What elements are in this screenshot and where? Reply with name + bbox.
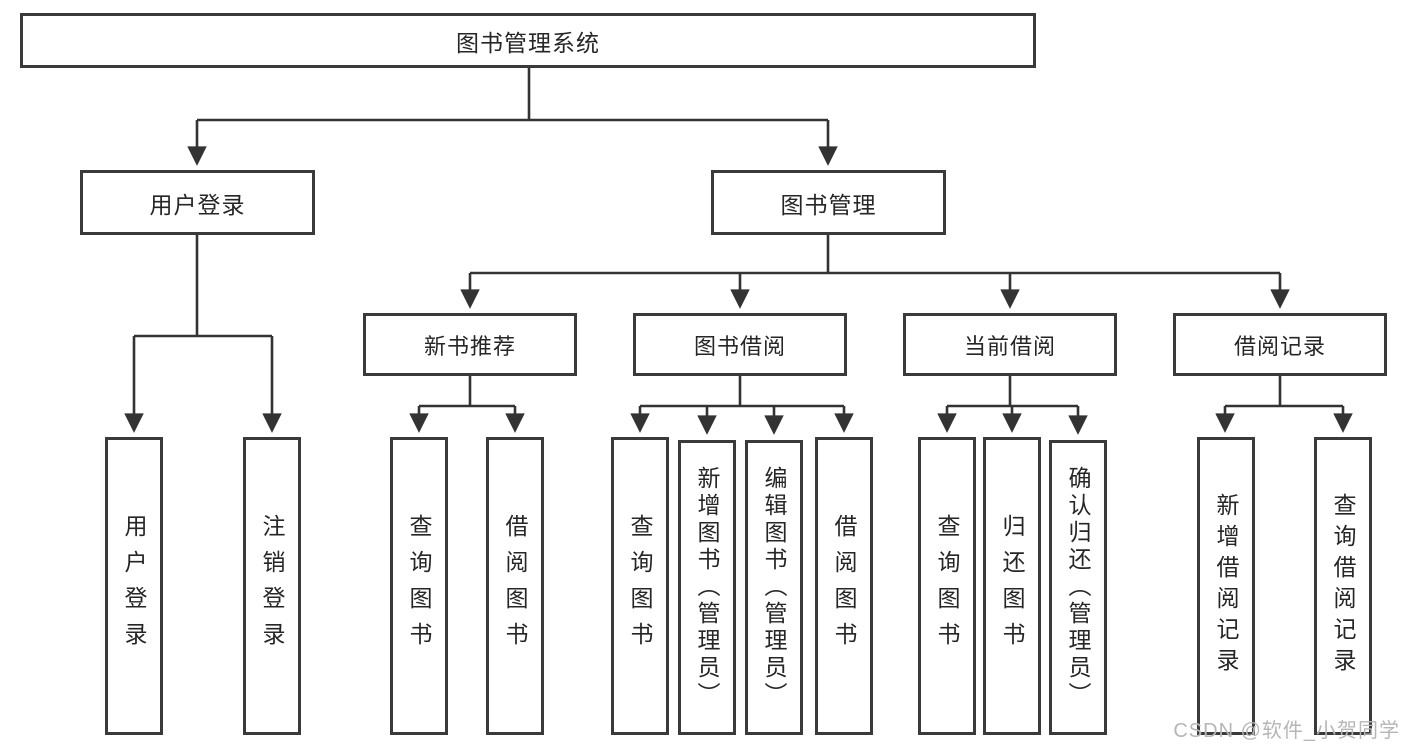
leaf-records-add-record: 新增借阅记录	[1197, 437, 1255, 735]
leaf-current-query-books: 查询图书	[918, 437, 976, 735]
node-user-login: 用户登录	[80, 170, 315, 235]
connector-borrowing-children	[630, 376, 854, 435]
node-book-management: 图书管理	[711, 170, 946, 235]
leaf-recommend-query-books: 查询图书	[390, 437, 448, 735]
leaf-current-confirm-return-admin: 确认归还（管理员）	[1049, 440, 1107, 735]
leaf-logout: 注销登录	[243, 437, 301, 735]
watermark: CSDN @软件_小贺同学	[1173, 720, 1400, 742]
node-new-book-recommend: 新书推荐	[363, 313, 577, 376]
leaf-current-return-books: 归还图书	[983, 437, 1041, 735]
connector-records-children	[1215, 376, 1353, 433]
leaf-recommend-borrow-books: 借阅图书	[486, 437, 544, 735]
node-current-borrowing: 当前借阅	[903, 313, 1117, 376]
leaf-borrowing-borrow-books: 借阅图书	[815, 437, 873, 735]
leaf-records-query-record: 查询借阅记录	[1314, 437, 1372, 735]
node-library-system-title: 图书管理系统	[20, 13, 1036, 68]
leaf-borrowing-add-books-admin: 新增图书（管理员）	[678, 440, 736, 735]
connector-recommend-children	[409, 376, 525, 433]
connector-book-mgmt-to-level3	[460, 235, 1290, 309]
leaf-user-login: 用户登录	[105, 437, 163, 735]
node-book-borrowing: 图书借阅	[633, 313, 847, 376]
connector-user-login-children	[124, 235, 282, 433]
node-borrowing-records: 借阅记录	[1173, 313, 1387, 376]
connector-current-children	[937, 376, 1088, 435]
connector-root-to-level2	[187, 68, 838, 166]
leaf-borrowing-query-books: 查询图书	[611, 437, 669, 735]
leaf-borrowing-edit-books-admin: 编辑图书（管理员）	[745, 440, 803, 735]
